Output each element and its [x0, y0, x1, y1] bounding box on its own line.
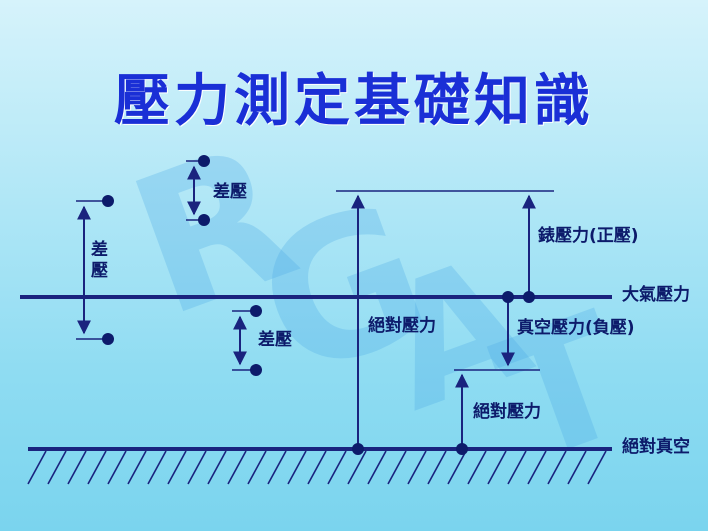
label-absolute-pressure-lower: 絕對壓力: [473, 402, 541, 422]
hatch-line: [67, 450, 87, 485]
hatch-line: [427, 450, 447, 485]
diff-mid-dot-lower: [250, 364, 262, 376]
hatch-line: [127, 450, 147, 485]
gauge-base-dot: [523, 291, 535, 303]
absolute-upper-base-dot: [352, 443, 364, 455]
hatch-line: [47, 450, 67, 485]
hatch-line: [487, 450, 507, 485]
hatch-line: [187, 450, 207, 485]
label-gauge-pressure: 錶壓力(正壓): [538, 226, 639, 246]
hatch-line: [147, 450, 167, 485]
label-absolute-vacuum: 絕對真空: [622, 437, 690, 457]
diff-top-dot-lower: [198, 214, 210, 226]
hatch-line: [27, 450, 47, 485]
hatch-line: [107, 450, 127, 485]
hatch-line: [327, 450, 347, 485]
hatch-line: [87, 450, 107, 485]
label-absolute-pressure-upper: 絕對壓力: [368, 316, 436, 336]
hatch-line: [307, 450, 327, 485]
hatch-line: [367, 450, 387, 485]
ground-hatching: [27, 450, 607, 485]
diff-mid-dot-upper: [250, 305, 262, 317]
hatch-line: [567, 450, 587, 485]
hatch-line: [247, 450, 267, 485]
hatch-line: [167, 450, 187, 485]
label-diff-top: 差壓: [213, 182, 247, 202]
hatch-line: [467, 450, 487, 485]
hatch-line: [547, 450, 567, 485]
absolute-lower-base-dot: [456, 443, 468, 455]
diff-left-dot-upper: [102, 195, 114, 207]
label-diff-mid: 差壓: [258, 330, 292, 350]
hatch-line: [227, 450, 247, 485]
hatch-line: [507, 450, 527, 485]
label-diff-left: 差壓: [87, 240, 107, 282]
hatch-line: [387, 450, 407, 485]
hatch-line: [407, 450, 427, 485]
hatch-line: [207, 450, 227, 485]
vacuum-top-dot: [502, 291, 514, 303]
hatch-line: [267, 450, 287, 485]
hatch-line: [587, 450, 607, 485]
diff-top-dot-upper: [198, 155, 210, 167]
hatch-line: [447, 450, 467, 485]
hatch-line: [287, 450, 307, 485]
diff-left-dot-lower: [102, 333, 114, 345]
label-atmospheric-pressure: 大氣壓力: [622, 285, 690, 305]
hatch-line: [347, 450, 367, 485]
label-vacuum-pressure: 真空壓力(負壓): [517, 318, 635, 338]
slide-title: 壓力測定基礎知識: [114, 69, 594, 134]
hatch-line: [527, 450, 547, 485]
